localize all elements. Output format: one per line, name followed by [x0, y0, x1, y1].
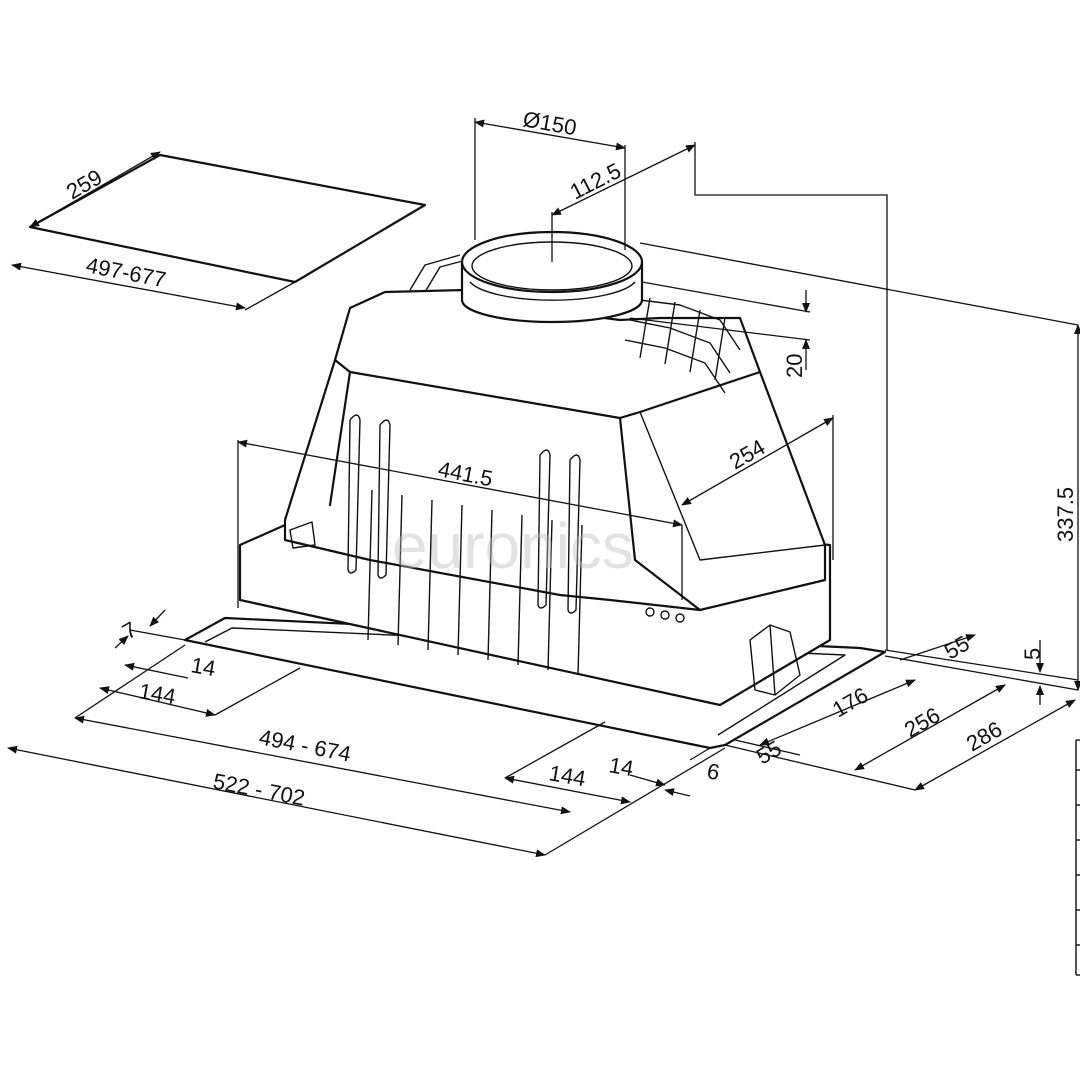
label-depth-256: 256 [900, 702, 944, 742]
cutout-panel [11, 151, 427, 311]
dim-line-diameter [474, 119, 626, 151]
label-total-height: 337.5 [1053, 487, 1078, 542]
label-duct-diameter: Ø150 [521, 106, 578, 140]
dim-line-6 [664, 788, 691, 797]
label-flange-7: 7 [118, 617, 141, 645]
label-width-outer: 522 - 702 [211, 768, 307, 810]
dim-line-522-702 [7, 745, 546, 858]
label-cutout-depth: 259 [62, 164, 106, 204]
edge-scale [1075, 739, 1080, 976]
dim-line-112-5 [551, 144, 696, 216]
dim-line-55-top [899, 634, 976, 661]
height-ref-line [694, 142, 888, 650]
dim-line-144-right [504, 775, 631, 805]
label-flange-14-left: 14 [189, 652, 217, 681]
dim-line-14-right [629, 774, 666, 787]
top-grille [409, 254, 741, 394]
label-duct-offset: 112.5 [566, 158, 625, 205]
label-depth-55-b: 55 [752, 735, 786, 769]
label-collar-height: 20 [782, 354, 807, 378]
label-flange-5: 5 [1020, 648, 1045, 660]
dim-line-144-left [99, 686, 216, 717]
label-flange-6: 6 [705, 758, 721, 785]
cutout-ext-line [244, 281, 296, 311]
dim-line-441-5 [237, 439, 683, 528]
label-flange-14-right: 14 [607, 752, 635, 781]
duct-collar [460, 230, 644, 324]
label-depth-176: 176 [828, 682, 872, 722]
dim-line-14-left [124, 662, 189, 679]
label-flange-144-left: 144 [137, 678, 178, 709]
label-depth-286: 286 [962, 716, 1006, 756]
dimension-lines [7, 118, 1080, 858]
control-buttons [645, 607, 685, 623]
dim-line-497-677 [11, 262, 246, 311]
hood-body [183, 230, 887, 750]
dim-line-494-674 [74, 715, 571, 815]
label-width-inner: 494 - 674 [257, 724, 353, 766]
dim-line-55-bottom [734, 739, 801, 756]
dim-line-286 [914, 699, 1076, 791]
dim-line-259 [29, 151, 161, 228]
watermark: euronics [392, 510, 634, 582]
dim-line-254 [681, 417, 834, 506]
dim-line-7 [149, 609, 166, 627]
